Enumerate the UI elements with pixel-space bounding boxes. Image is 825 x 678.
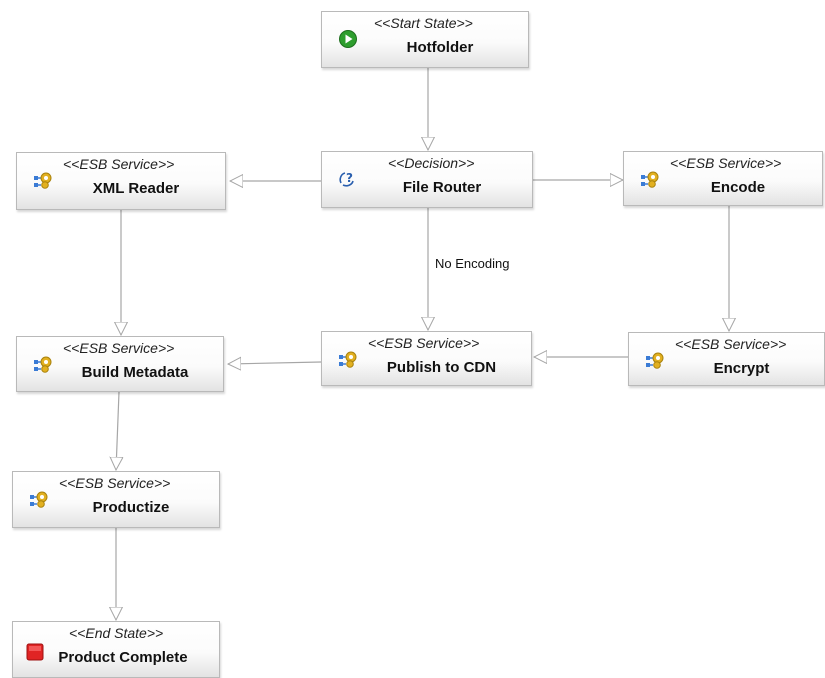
end-state-icon [26,643,44,661]
node-label: XML Reader [92,180,180,197]
node-label: Productize [92,499,170,516]
node-hotfolder[interactable]: <<Start State>> Hotfolder [321,11,529,68]
node-stereotype: <<ESB Service>> [59,475,171,491]
esb-service-icon [34,356,52,373]
decision-icon: ? [339,171,354,187]
node-encode[interactable]: <<ESB Service>> Encode [623,151,823,206]
node-file-router[interactable]: ? <<Decision>> File Router [321,151,533,208]
edge-build-metadata-to-productize[interactable] [116,391,119,470]
edge-label-no-encoding: No Encoding [435,256,510,271]
node-encrypt[interactable]: <<ESB Service>> Encrypt [628,332,825,386]
esb-service-icon [339,351,357,368]
start-state-icon [339,30,357,48]
node-product-complete[interactable]: <<End State>> Product Complete [12,621,220,678]
node-label: Encrypt [713,360,770,377]
esb-service-icon [30,491,48,508]
node-stereotype: <<ESB Service>> [675,336,787,352]
node-publish-to-cdn[interactable]: <<ESB Service>> Publish to CDN [321,331,532,386]
node-stereotype: <<End State>> [69,625,164,641]
node-label: Publish to CDN [386,359,497,376]
node-label: Build Metadata [81,364,189,381]
node-stereotype: <<ESB Service>> [368,335,480,351]
esb-service-icon [646,352,664,369]
node-label: Product Complete [58,649,188,666]
node-stereotype: <<Decision>> [388,155,475,171]
node-stereotype: <<ESB Service>> [670,155,782,171]
node-stereotype: <<ESB Service>> [63,156,175,172]
node-label: Hotfolder [406,39,474,56]
node-build-metadata[interactable]: <<ESB Service>> Build Metadata [16,336,224,392]
node-xml-reader[interactable]: <<ESB Service>> XML Reader [16,152,226,210]
esb-service-icon [34,172,52,189]
svg-text:?: ? [346,171,353,185]
node-productize[interactable]: <<ESB Service>> Productize [12,471,220,528]
node-stereotype: <<Start State>> [374,15,473,31]
edge-publish-to-cdn-to-build-metadata[interactable] [228,362,322,364]
node-stereotype: <<ESB Service>> [63,340,175,356]
node-label: Encode [710,179,766,196]
node-label: File Router [402,179,482,196]
esb-service-icon [641,171,659,188]
